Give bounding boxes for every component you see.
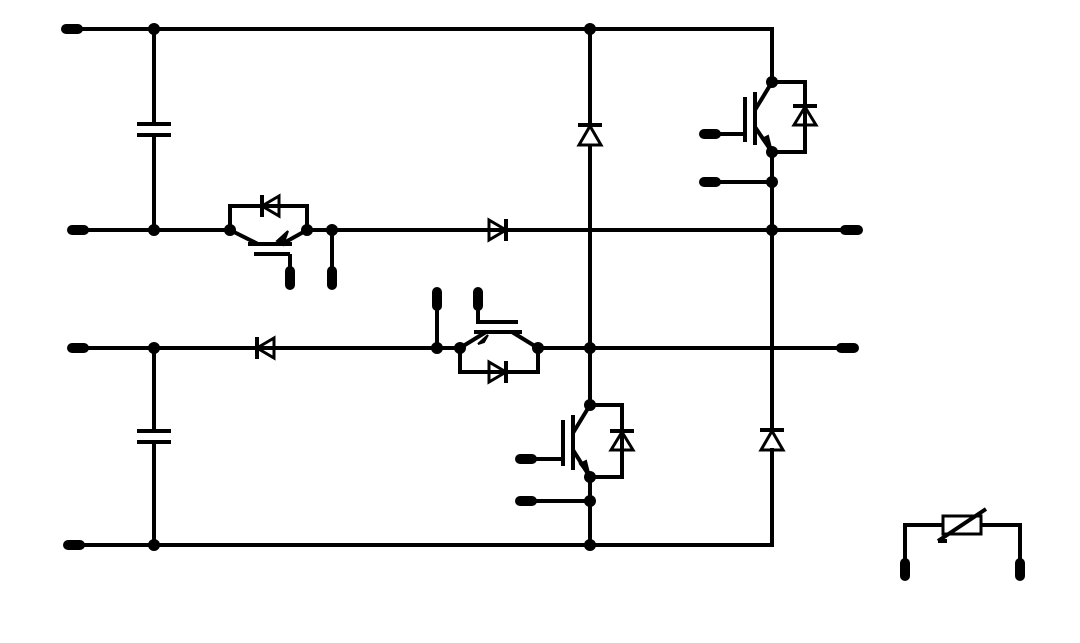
capacitor-lower — [137, 429, 171, 444]
junction-dots — [148, 23, 778, 551]
antiparallel-diode — [259, 193, 281, 219]
diode-output-rail — [487, 217, 509, 243]
igbt-lower-center — [520, 403, 636, 503]
terminals — [61, 24, 1025, 581]
diode-right-lower — [758, 428, 786, 452]
igbt-upper-left — [228, 193, 334, 285]
igbt-top-right — [705, 80, 819, 184]
top-rail-wire — [68, 27, 774, 82]
wires — [68, 27, 852, 547]
emitter-arrow-icon — [477, 334, 489, 345]
capacitor-upper — [137, 122, 171, 137]
diode-middle-rail — [254, 335, 276, 361]
antiparallel-diode — [791, 104, 819, 127]
antiparallel-diode — [608, 429, 636, 452]
igbt-middle — [435, 295, 540, 385]
thermistor — [903, 507, 1022, 575]
diode-center-upper — [576, 123, 604, 147]
bottom-rail-wire — [68, 448, 774, 547]
antiparallel-diode — [487, 359, 509, 385]
